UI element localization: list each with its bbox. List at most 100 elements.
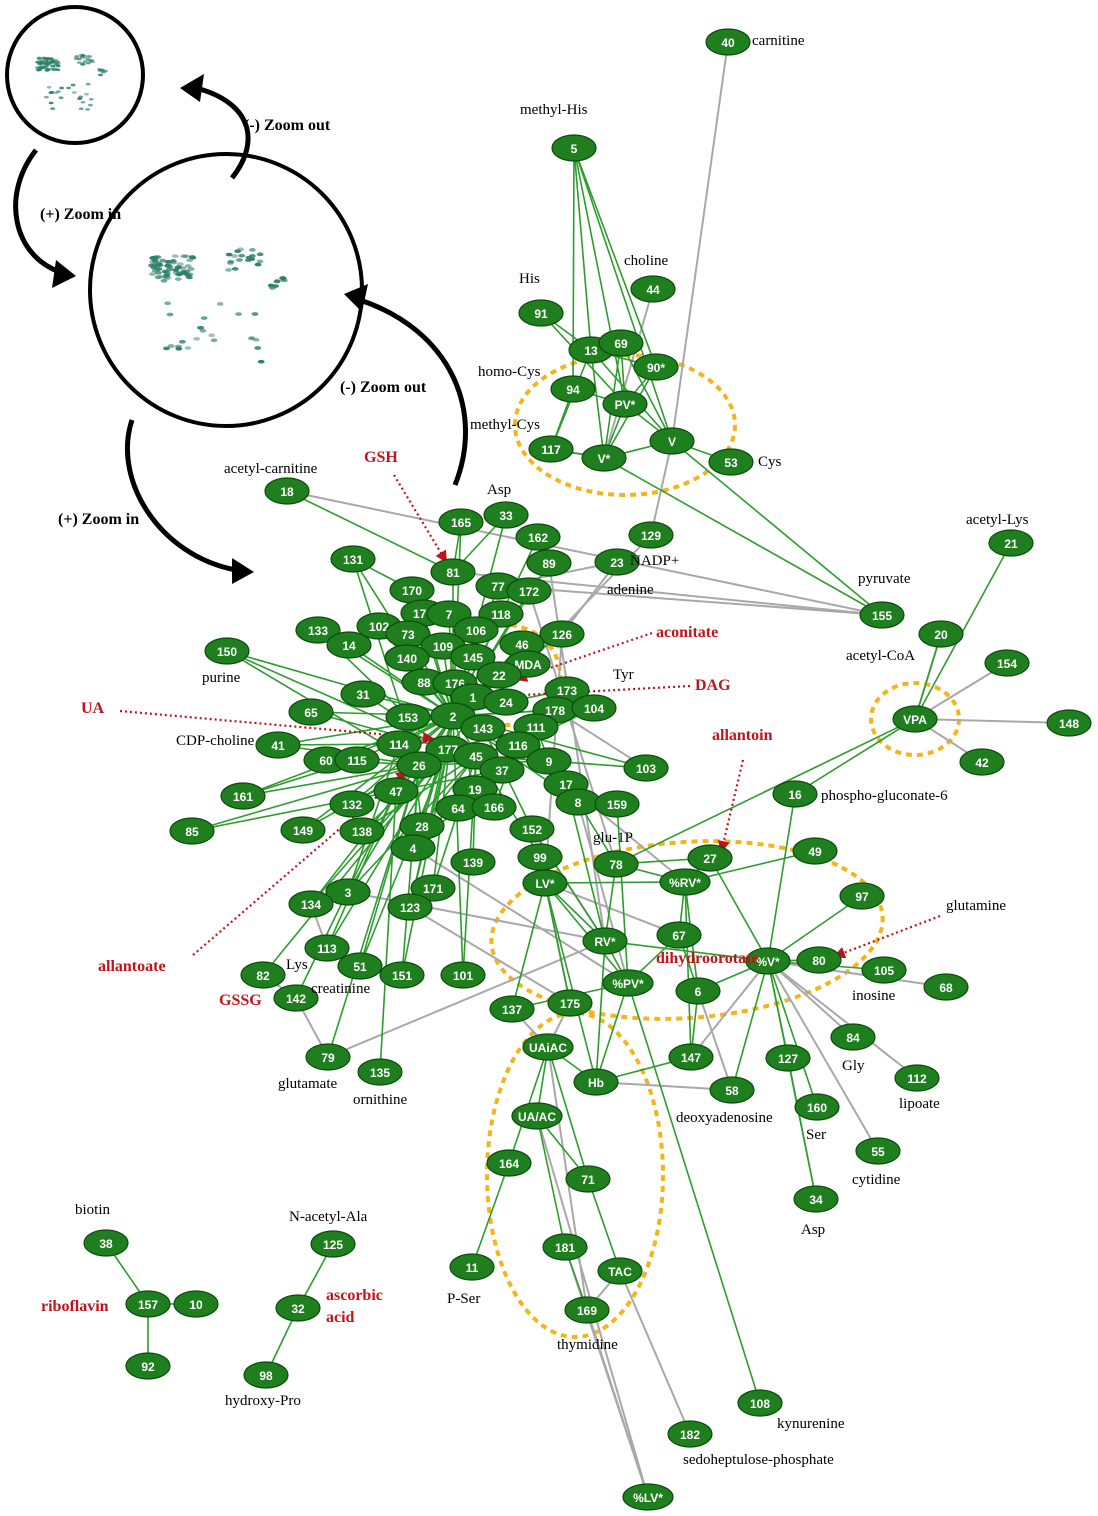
node-22[interactable]: 22 <box>476 661 522 689</box>
node-shape[interactable] <box>125 1352 171 1380</box>
node-101[interactable]: 101 <box>440 961 486 989</box>
node-91[interactable]: 91 <box>518 299 564 327</box>
node-shape[interactable] <box>839 882 885 910</box>
node-shape[interactable] <box>326 631 372 659</box>
node-shape[interactable] <box>288 698 334 726</box>
node-4[interactable]: 4 <box>390 834 436 862</box>
node-shape[interactable] <box>329 790 375 818</box>
node-175[interactable]: 175 <box>547 989 593 1017</box>
node-shape[interactable] <box>602 969 654 997</box>
node-60[interactable]: 60 <box>303 746 349 774</box>
node-shape[interactable] <box>373 777 419 805</box>
node-shape[interactable] <box>668 1043 714 1071</box>
node-shape[interactable] <box>339 817 385 845</box>
node-140[interactable]: 140 <box>384 644 430 672</box>
node-53[interactable]: 53 <box>708 448 754 476</box>
node-shape[interactable] <box>325 878 371 906</box>
node-hb[interactable]: Hb <box>573 1068 619 1096</box>
node-shape[interactable] <box>288 890 334 918</box>
node-150[interactable]: 150 <box>204 637 250 665</box>
node-shape[interactable] <box>410 874 456 902</box>
node-shape[interactable] <box>923 973 969 1001</box>
node-65[interactable]: 65 <box>288 698 334 726</box>
zoom-out-arrow-top[interactable] <box>195 85 251 180</box>
node-108[interactable]: 108 <box>737 1389 783 1417</box>
node-131[interactable]: 131 <box>330 545 376 573</box>
node-21[interactable]: 21 <box>988 529 1034 557</box>
node-27[interactable]: 27 <box>687 844 733 872</box>
node-38[interactable]: 38 <box>83 1229 129 1257</box>
node-127[interactable]: 127 <box>765 1044 811 1072</box>
node-shape[interactable] <box>550 375 596 403</box>
node-shape[interactable] <box>528 435 574 463</box>
node-82[interactable]: 82 <box>240 961 286 989</box>
node-105[interactable]: 105 <box>861 956 907 984</box>
node-172[interactable]: 172 <box>506 577 552 605</box>
zoom-in-arrow-top[interactable] <box>13 148 61 275</box>
node-v[interactable]: V <box>649 427 695 455</box>
node-shape[interactable] <box>547 989 593 1017</box>
node-shape[interactable] <box>387 893 433 921</box>
node-79[interactable]: 79 <box>305 1043 351 1071</box>
node-23[interactable]: 23 <box>594 548 640 576</box>
node-162[interactable]: 162 <box>515 523 561 551</box>
node-shape[interactable] <box>384 644 430 672</box>
node-24[interactable]: 24 <box>483 688 529 716</box>
node-shape[interactable] <box>765 1044 811 1072</box>
node-41[interactable]: 41 <box>255 731 301 759</box>
node-58[interactable]: 58 <box>709 1076 755 1104</box>
node-161[interactable]: 161 <box>220 782 266 810</box>
node-149[interactable]: 149 <box>280 816 326 844</box>
node-shape[interactable] <box>506 577 552 605</box>
node-155[interactable]: 155 <box>859 601 905 629</box>
node-16[interactable]: 16 <box>772 780 818 808</box>
node-shape[interactable] <box>539 620 585 648</box>
node-shape[interactable] <box>379 961 425 989</box>
node-92[interactable]: 92 <box>125 1352 171 1380</box>
node-shape[interactable] <box>628 521 674 549</box>
node-67[interactable]: 67 <box>656 921 702 949</box>
node-shape[interactable] <box>594 548 640 576</box>
node-shape[interactable] <box>125 1290 171 1318</box>
node-lv[interactable]: LV* <box>522 869 568 897</box>
node-47[interactable]: 47 <box>373 777 419 805</box>
node-shape[interactable] <box>959 748 1005 776</box>
node-14[interactable]: 14 <box>326 631 372 659</box>
zoom-mid-preview-circle[interactable] <box>88 152 364 428</box>
node-shape[interactable] <box>1046 709 1092 737</box>
node-shape[interactable] <box>675 977 721 1005</box>
node-129[interactable]: 129 <box>628 521 674 549</box>
node-lv[interactable]: %LV* <box>622 1483 674 1511</box>
node-8[interactable]: 8 <box>555 788 601 816</box>
node-shape[interactable] <box>430 558 476 586</box>
node-shape[interactable] <box>275 1294 321 1322</box>
node-shape[interactable] <box>511 1102 563 1130</box>
node-3[interactable]: 3 <box>325 878 371 906</box>
node-shape[interactable] <box>772 780 818 808</box>
node-33[interactable]: 33 <box>483 501 529 529</box>
node-165[interactable]: 165 <box>438 508 484 536</box>
node-shape[interactable] <box>334 746 380 774</box>
node-shape[interactable] <box>861 956 907 984</box>
node-11[interactable]: 11 <box>449 1253 495 1281</box>
node-69[interactable]: 69 <box>598 329 644 357</box>
node-166[interactable]: 166 <box>471 793 517 821</box>
node-94[interactable]: 94 <box>550 375 596 403</box>
node-shape[interactable] <box>340 680 386 708</box>
node-shape[interactable] <box>495 731 541 759</box>
node-99[interactable]: 99 <box>517 843 563 871</box>
node-shape[interactable] <box>479 756 525 784</box>
node-shape[interactable] <box>518 299 564 327</box>
node-shape[interactable] <box>440 961 486 989</box>
node-rv[interactable]: %RV* <box>659 868 711 896</box>
node-shape[interactable] <box>542 1233 588 1261</box>
node-shape[interactable] <box>330 545 376 573</box>
node-6[interactable]: 6 <box>675 977 721 1005</box>
node-shape[interactable] <box>449 1253 495 1281</box>
node-31[interactable]: 31 <box>340 680 386 708</box>
node-shape[interactable] <box>385 703 431 731</box>
node-shape[interactable] <box>486 1149 532 1177</box>
node-34[interactable]: 34 <box>793 1185 839 1213</box>
node-shape[interactable] <box>337 952 383 980</box>
node-103[interactable]: 103 <box>623 754 669 782</box>
